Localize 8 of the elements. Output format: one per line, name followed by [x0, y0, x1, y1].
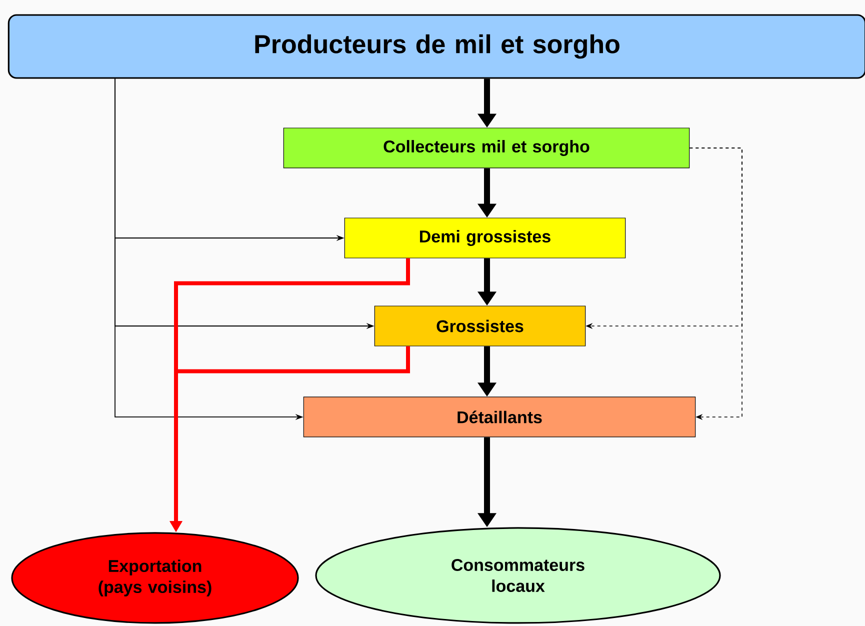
process-box: Demi grossistes — [344, 218, 626, 258]
process-box: Grossistes — [374, 306, 586, 346]
header-box: Producteurs de mil et sorgho — [8, 14, 865, 79]
oval-node: Exportation (pays voisins) — [11, 532, 299, 624]
oval-node: Consommateurs locaux — [315, 527, 721, 624]
process-box: Détaillants — [303, 396, 696, 438]
dashed-arrow — [689, 148, 742, 420]
process-box: Collecteurs mil et sorgho — [283, 128, 690, 168]
